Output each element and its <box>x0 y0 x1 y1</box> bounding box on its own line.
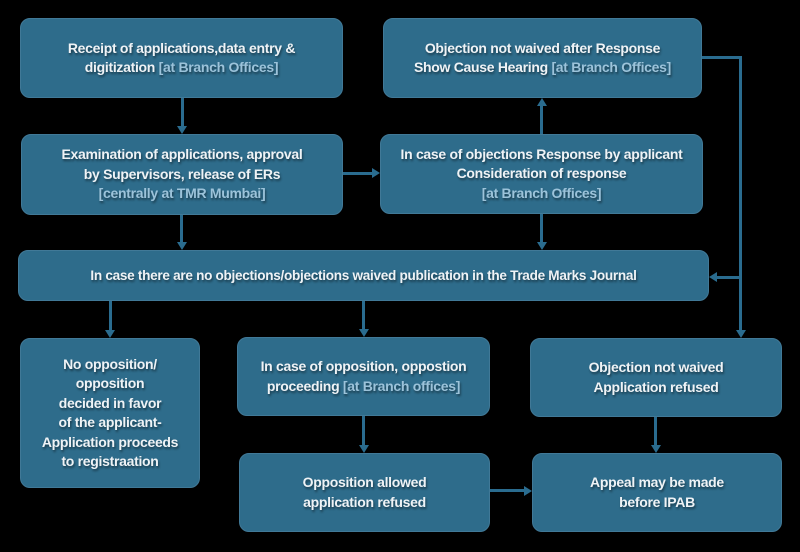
box-appeal-ipab: Appeal may be made before IPAB <box>532 453 782 532</box>
text: Examination of applications, approval <box>61 146 303 163</box>
arrowhead-up-icon <box>537 98 547 106</box>
location-text: [at Branch Offices] <box>551 59 671 75</box>
arrowhead-left-icon <box>709 272 717 282</box>
connector-allowed-to-appeal <box>490 489 524 492</box>
box-text-line: In case of opposition, oppostion <box>261 357 467 377</box>
text: application refused <box>303 493 426 510</box>
box-text-line: before IPAB <box>619 493 695 513</box>
box-no-opposition: No opposition/ opposition decided in fav… <box>20 338 200 488</box>
text: decided in favor <box>58 394 162 411</box>
box-text-line: Application refused <box>594 378 719 398</box>
box-publication: In case there are no objections/objectio… <box>18 250 709 301</box>
arrowhead-down-icon <box>177 242 187 250</box>
connector-response-to-publication <box>540 214 543 243</box>
location-text: [at Branch offices] <box>342 377 461 394</box>
text: to registraation <box>61 453 159 469</box>
arrowhead-down-icon <box>651 445 661 453</box>
box-text-line: No opposition/ <box>63 355 157 375</box>
text: before IPAB <box>619 493 695 510</box>
box-text-line: Application proceeds <box>41 433 179 453</box>
box-receipt: Receipt of applications,data entry & dig… <box>20 18 343 98</box>
box-show-cause-hearing: Objection not waived after Response Show… <box>383 18 702 98</box>
box-text-line: Objection not waived <box>589 358 724 378</box>
box-text-line: digitization [at Branch Offices] <box>84 58 279 78</box>
text: Objection not waived <box>588 359 724 375</box>
text: In case there are no objections/objectio… <box>90 267 637 283</box>
connector-examination-to-response <box>343 172 373 175</box>
connector-publication-to-no-opposition <box>109 301 112 330</box>
box-text-line: Consideration of response <box>457 164 627 184</box>
box-text-line: Show Cause Hearing [at Branch Offices] <box>414 58 671 78</box>
arrowhead-down-icon <box>736 330 746 338</box>
connector-right-rail <box>739 56 742 331</box>
box-objection-refused: Objection not waived Application refused <box>530 338 782 417</box>
arrowhead-right-icon <box>372 168 380 178</box>
box-text-line: [centrally at TMR Mumbai] <box>99 184 266 204</box>
text: Appeal may be made <box>590 474 724 490</box>
arrowhead-down-icon <box>359 445 369 453</box>
text: opposition <box>75 375 145 391</box>
box-text-line: [at Branch Offices] <box>482 184 602 204</box>
box-text-line: of the applicant- <box>58 413 161 433</box>
box-text-line: Receipt of applications,data entry & <box>67 39 296 59</box>
box-text-line: by Supervisors, release of ERs <box>83 165 281 185</box>
location-text: [at Branch Offices] <box>158 59 279 75</box>
connector-response-to-hearing <box>540 106 543 134</box>
box-text-line: Examination of applications, approval <box>62 145 303 165</box>
text: digitization <box>84 59 156 75</box>
box-text-line: decided in favor <box>59 394 162 414</box>
text: In case of opposition, oppostion <box>260 358 467 374</box>
box-text-line: Appeal may be made <box>590 473 724 493</box>
text: Application proceeds <box>41 433 179 450</box>
box-objections-response: In case of objections Response by applic… <box>380 134 703 214</box>
box-text-line: Opposition allowed <box>303 473 427 493</box>
location-text: [at Branch Offices] <box>481 184 602 201</box>
location-text: [centrally at TMR Mumbai] <box>98 185 266 202</box>
connector-proceeding-to-allowed <box>362 416 365 445</box>
box-text-line: opposition <box>76 374 145 394</box>
box-text-line: Objection not waived after Response <box>424 39 661 59</box>
text: by Supervisors, release of ERs <box>83 165 281 182</box>
text: Objection not waived after Response <box>424 39 661 56</box>
arrowhead-down-icon <box>105 330 115 338</box>
box-examination: Examination of applications, approval by… <box>21 134 343 215</box>
connector-publication-to-proceeding <box>362 301 365 329</box>
connector-receipt-to-examination <box>181 98 184 127</box>
text: Opposition allowed <box>302 474 427 490</box>
box-text-line: to registraation <box>61 452 158 472</box>
connector-hearing-to-rail <box>702 56 742 59</box>
box-text-line: proceeding [at Branch offices] <box>266 377 461 397</box>
text: Receipt of applications,data entry & <box>67 39 296 56</box>
connector-rail-to-publication <box>717 276 741 279</box>
connector-examination-to-publication <box>180 215 183 243</box>
text: In case of objections Response by applic… <box>400 145 683 162</box>
arrowhead-down-icon <box>359 329 369 337</box>
arrowhead-down-icon <box>177 126 187 134</box>
box-opposition-proceeding: In case of opposition, oppostion proceed… <box>237 337 490 416</box>
box-opposition-allowed: Opposition allowed application refused <box>239 453 490 532</box>
text: of the applicant- <box>58 414 162 430</box>
text: Show Cause Hearing <box>413 59 548 75</box>
box-text-line: In case of objections Response by applic… <box>401 145 683 165</box>
text: No opposition/ <box>63 355 157 372</box>
box-text-line: application refused <box>303 493 426 513</box>
connector-refused-to-appeal <box>654 417 657 445</box>
text: proceeding <box>266 377 340 394</box>
arrowhead-right-icon <box>524 486 532 496</box>
box-text-line: In case there are no objections/objectio… <box>90 266 637 286</box>
arrowhead-down-icon <box>537 242 547 250</box>
text: Application refused <box>593 378 719 395</box>
text: Consideration of response <box>456 165 627 182</box>
